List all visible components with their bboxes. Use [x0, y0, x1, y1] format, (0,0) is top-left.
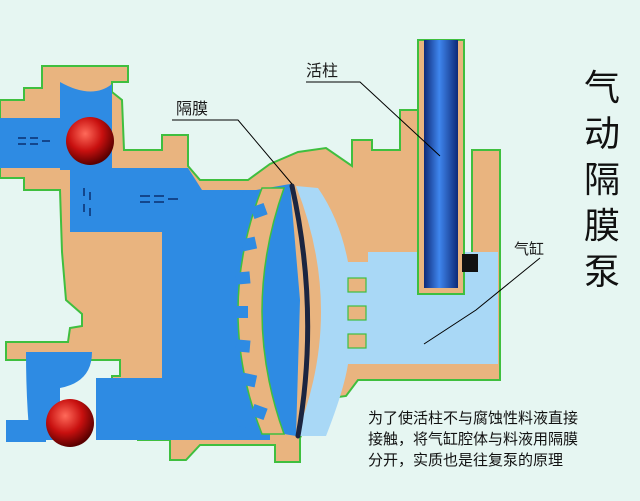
- lower-valve-ball: [46, 399, 94, 447]
- leader-piston: [306, 81, 441, 157]
- label-piston: 活柱: [306, 61, 338, 80]
- explanation-note: 为了使活柱不与腐蚀性料液直接 接触，将气缸腔体与料液用隔膜 分开，实质也是往复泵…: [368, 409, 579, 469]
- leader-lines: [172, 81, 541, 345]
- label-cylinder: 气缸: [514, 240, 544, 258]
- perforated-plate: [234, 187, 286, 435]
- leader-cylinder: [423, 257, 541, 345]
- label-diaphragm: 隔膜: [176, 99, 208, 118]
- leader-diaphragm: [172, 119, 293, 185]
- piston-rod: [417, 39, 478, 295]
- lower-horizontal-channel: [96, 378, 270, 440]
- title: 气 动 隔 膜 泵: [584, 68, 631, 293]
- left-shaft: [162, 200, 202, 410]
- flow-marks: [18, 137, 178, 216]
- lower-valve-chamber: [26, 352, 92, 440]
- upper-valve-ball: [66, 117, 114, 165]
- lower-outlet: [6, 420, 46, 442]
- diaphragm-membrane: [289, 183, 311, 439]
